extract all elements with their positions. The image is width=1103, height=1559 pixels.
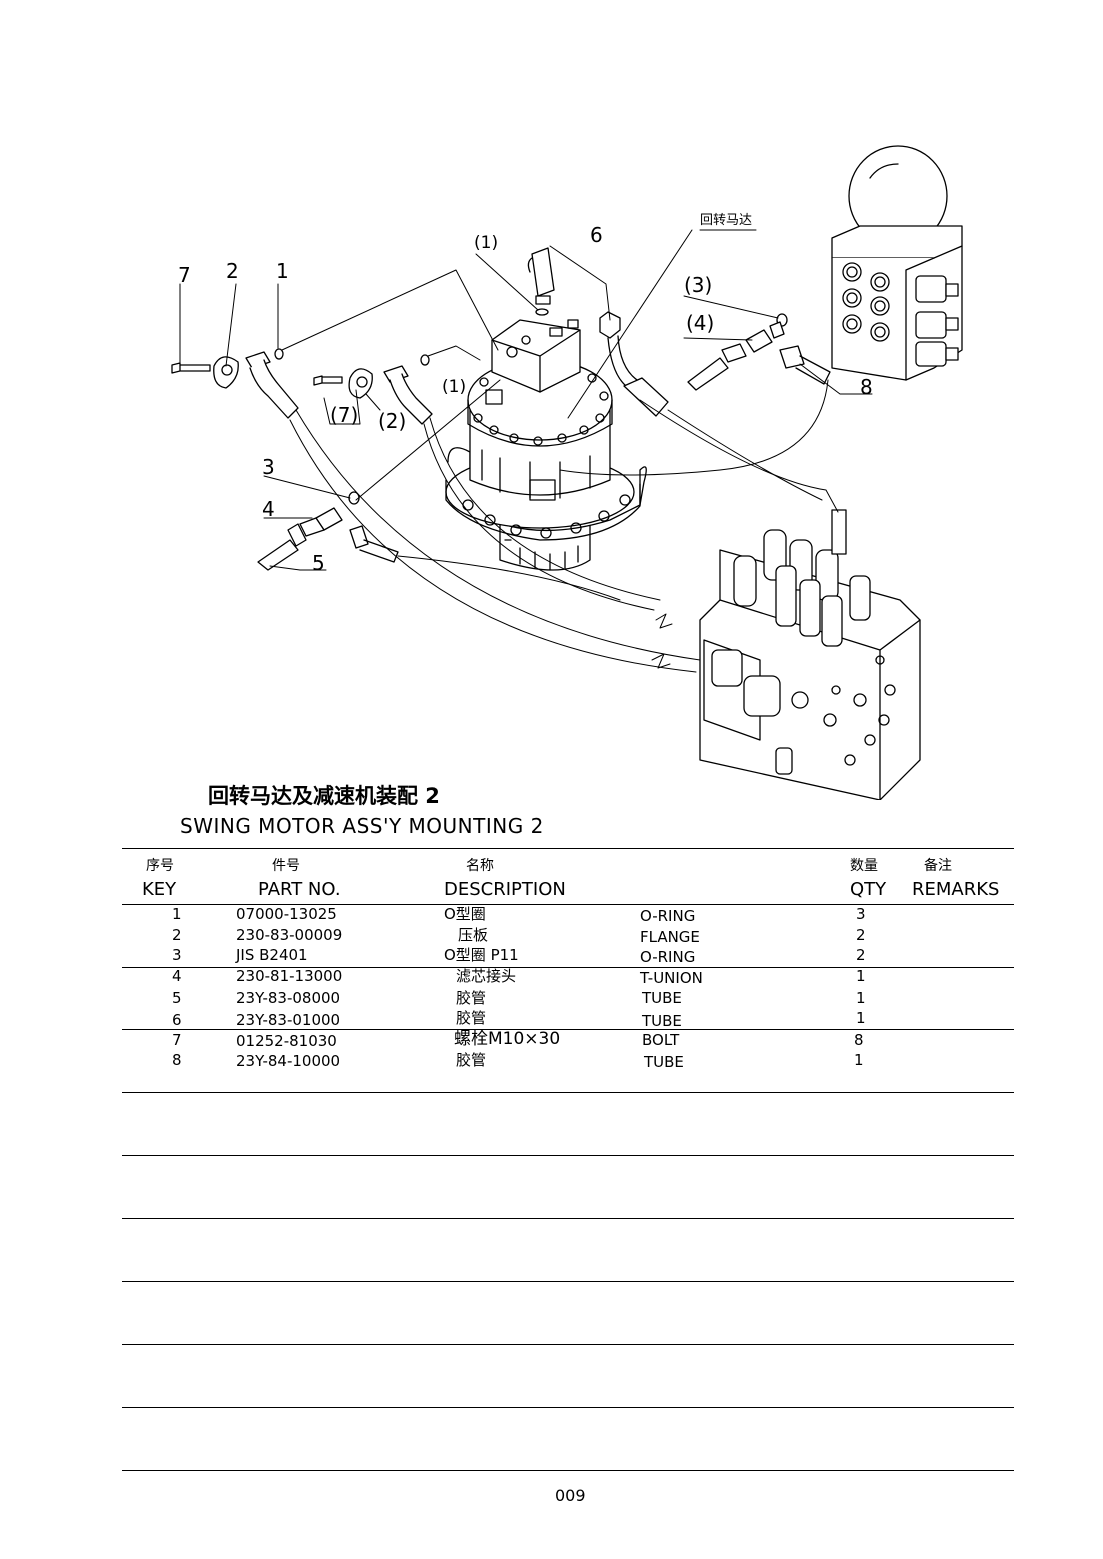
row-2-qty: 2	[856, 926, 866, 944]
callout-5: 5	[312, 551, 325, 575]
row-1-key: 1	[172, 905, 182, 923]
row-3-part-no: JIS B2401	[236, 946, 308, 964]
header-qty-zh: 数量	[850, 858, 878, 874]
solenoid-valve-block	[831, 145, 963, 381]
main-control-valve	[699, 509, 921, 800]
row-4-name-en: T-UNION	[640, 969, 703, 987]
row-8-part-no: 23Y-84-10000	[236, 1052, 341, 1070]
row-8-qty: 1	[854, 1051, 864, 1069]
row-1-part-no: 07000-13025	[236, 905, 337, 923]
row-2-name-en: FLANGE	[640, 928, 700, 946]
row-3-key: 3	[172, 946, 182, 964]
row-3-name-en: O-RING	[640, 948, 696, 966]
header-qty-en: QTY	[850, 879, 887, 900]
callout-2-paren: (2)	[378, 409, 406, 433]
row-7-part-no: 01252-81030	[236, 1032, 337, 1050]
callout-8: 8	[860, 375, 873, 399]
callout-1-paren-mid: (1)	[442, 377, 466, 397]
right-fittings	[687, 313, 831, 391]
row-2-key: 2	[172, 926, 182, 944]
callout-3-paren: (3)	[684, 273, 712, 297]
row-2-name-zh: 压板	[458, 926, 489, 944]
header-key-zh: 序号	[146, 858, 174, 874]
empty-row-rule	[122, 1407, 1014, 1408]
header-rule	[122, 904, 1014, 905]
header-part-no-zh: 件号	[272, 858, 300, 874]
row-6-part-no: 23Y-83-01000	[236, 1011, 341, 1029]
row-3-qty: 2	[856, 946, 866, 964]
row-4-name-zh: 滤芯接头	[456, 967, 517, 985]
callout-4-paren: (4)	[686, 311, 714, 335]
empty-row-rule	[122, 1155, 1014, 1156]
callout-7: 7	[178, 263, 191, 287]
row-1-name-zh: O型圈	[444, 905, 486, 923]
row-5-part-no: 23Y-83-08000	[236, 989, 341, 1007]
callout-2: 2	[226, 259, 239, 283]
row-7-name-zh: 螺栓M10×30	[454, 1029, 561, 1049]
header-remarks-zh: 备注	[924, 858, 952, 874]
callout-1: 1	[276, 259, 289, 283]
page-number: 009	[555, 1486, 586, 1505]
row-6-name-zh: 胶管	[456, 1009, 487, 1027]
swing-motor-assembly	[445, 247, 669, 571]
callout-swing-motor: 回转马达	[700, 213, 752, 228]
header-part-no-en: PART NO.	[258, 879, 341, 900]
table-top-rule	[122, 848, 1014, 849]
row-1-name-en: O-RING	[640, 907, 696, 925]
row-1-qty: 3	[856, 905, 866, 923]
empty-row-rule	[122, 1092, 1014, 1093]
left-fittings	[171, 348, 433, 571]
row-4-key: 4	[172, 967, 182, 985]
row-7-qty: 8	[854, 1031, 864, 1049]
row-3-name-zh: O型圈 P11	[444, 946, 519, 964]
row-6-qty: 1	[856, 1009, 866, 1027]
leader-lines	[179, 229, 873, 571]
row-5-name-en: TUBE	[642, 989, 682, 1007]
table-bottom-rule	[122, 1470, 1014, 1471]
row-5-name-zh: 胶管	[456, 989, 487, 1007]
callout-3: 3	[262, 455, 275, 479]
header-description-en: DESCRIPTION	[444, 879, 566, 900]
row-8-name-en: TUBE	[644, 1053, 684, 1071]
callout-1-paren-top: (1)	[474, 233, 498, 253]
empty-row-rule	[122, 1218, 1014, 1219]
row-4-qty: 1	[856, 967, 866, 985]
row-4-part-no: 230-81-13000	[236, 967, 343, 985]
callout-4: 4	[262, 497, 275, 521]
hose-routing	[281, 269, 839, 673]
row-2-part-no: 230-83-00009	[236, 926, 343, 944]
group-2-rule	[122, 1029, 1014, 1030]
callout-6: 6	[590, 223, 603, 247]
swing-motor-exploded-diagram: 7 2 1 (1) 6 (3) (4) (1) (7) (2) 8 3 4 5 …	[171, 145, 963, 800]
row-7-key: 7	[172, 1031, 182, 1049]
row-8-key: 8	[172, 1051, 182, 1069]
row-5-qty: 1	[856, 989, 866, 1007]
row-7-name-en: BOLT	[642, 1031, 680, 1049]
callout-7-paren: (7)	[330, 403, 358, 427]
empty-row-rule	[122, 1344, 1014, 1345]
header-key-en: KEY	[142, 879, 177, 900]
title-english: SWING MOTOR ASS'Y MOUNTING 2	[180, 814, 544, 838]
title-chinese: 回转马达及减速机装配 2	[208, 784, 440, 808]
group-1-rule	[122, 967, 1014, 968]
header-description-zh: 名称	[466, 858, 494, 874]
row-6-name-en: TUBE	[642, 1012, 682, 1030]
row-8-name-zh: 胶管	[456, 1051, 487, 1069]
row-6-key: 6	[172, 1011, 182, 1029]
empty-row-rule	[122, 1281, 1014, 1282]
header-remarks-en: REMARKS	[912, 879, 1000, 900]
row-5-key: 5	[172, 989, 182, 1007]
callout-labels: 7 2 1 (1) 6 (3) (4) (1) (7) (2) 8 3 4 5 …	[178, 213, 873, 575]
